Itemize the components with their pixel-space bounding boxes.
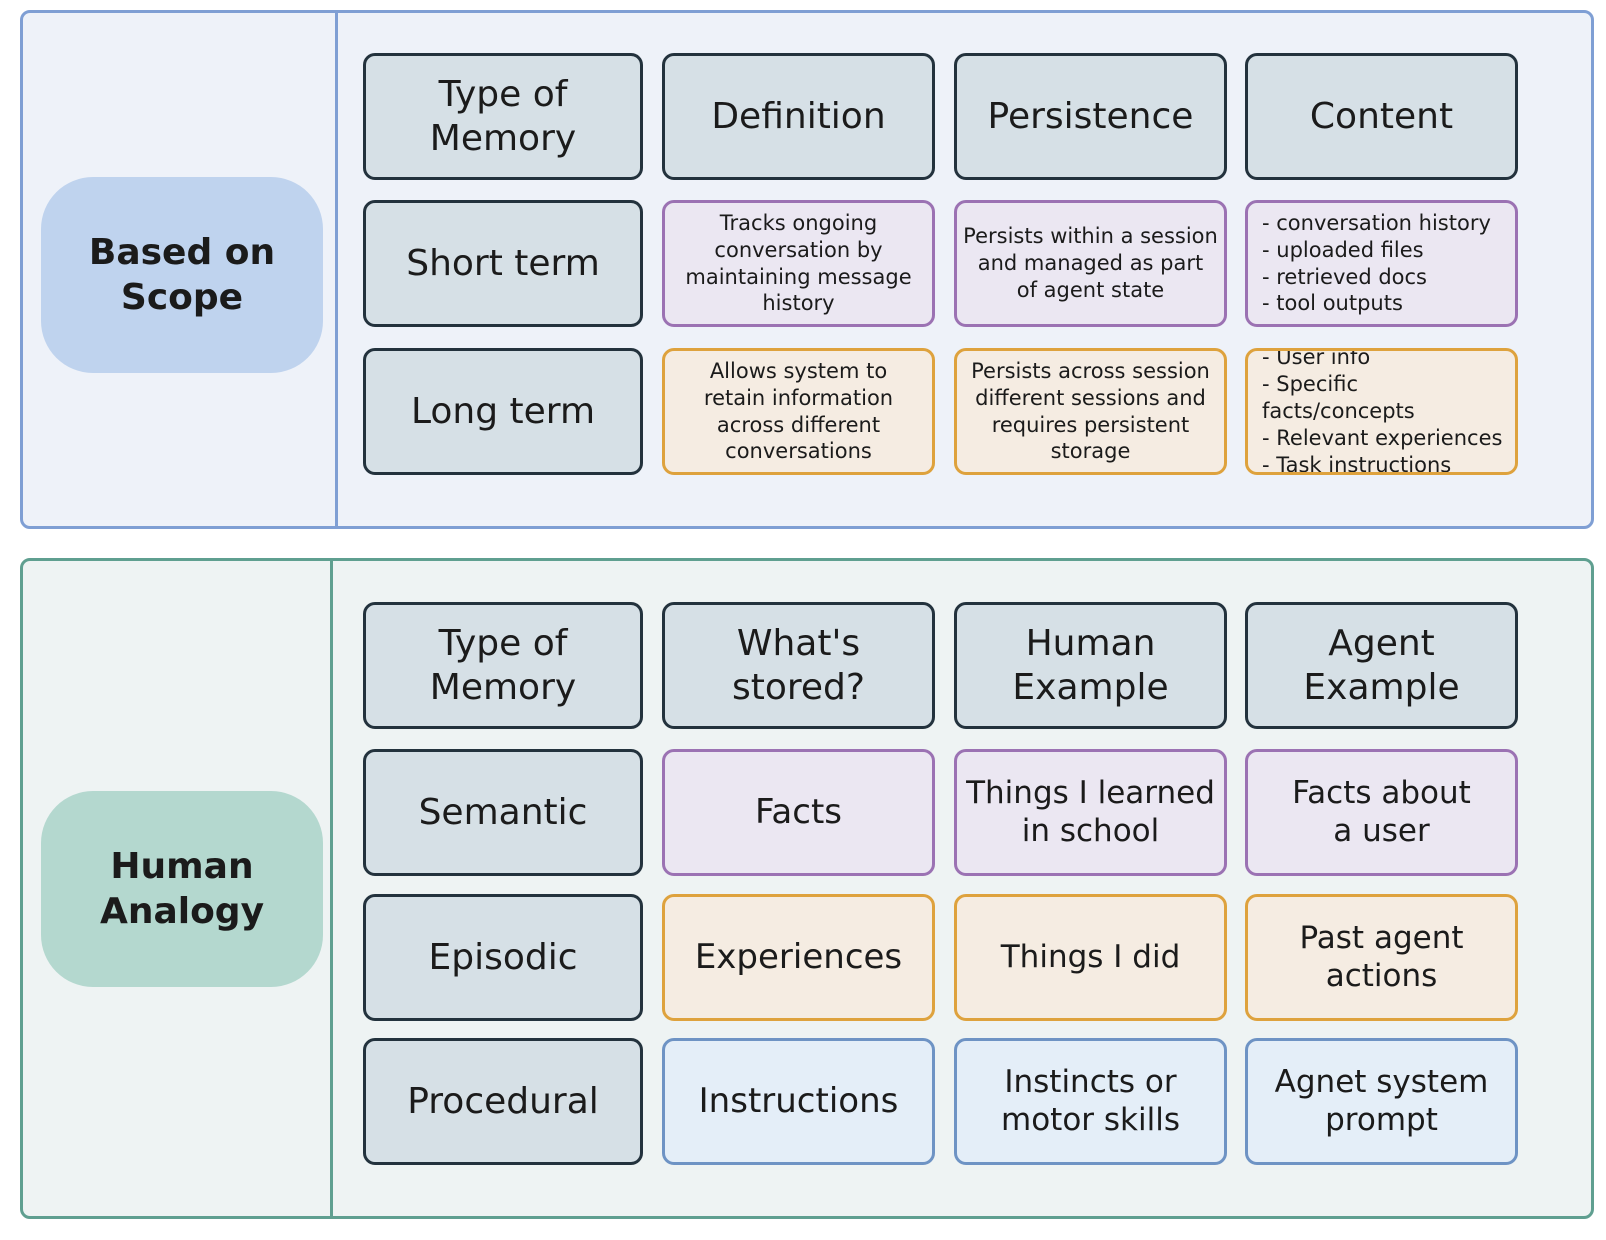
scope-header-persistence: Persistence bbox=[954, 53, 1227, 180]
scope-header-definition: Definition bbox=[662, 53, 935, 180]
scope-header-content: Content bbox=[1245, 53, 1518, 180]
scope-header-type: Type of Memory bbox=[363, 53, 643, 180]
scope-category-label: Based on Scope bbox=[41, 177, 323, 373]
scope-row-long-term-definition: Allows system to retain information acro… bbox=[662, 348, 935, 475]
analogy-row-procedural-type: Procedural bbox=[363, 1038, 643, 1165]
analogy-row-semantic-stored: Facts bbox=[662, 749, 935, 876]
scope-divider bbox=[335, 13, 338, 526]
scope-row-long-term-type: Long term bbox=[363, 348, 643, 475]
analogy-row-episodic-agent: Past agent actions bbox=[1245, 894, 1518, 1021]
analogy-panel: Human Analogy Type of Memory What's stor… bbox=[20, 558, 1594, 1219]
analogy-row-episodic-type: Episodic bbox=[363, 894, 643, 1021]
scope-row-long-term-content: - User info - Specific facts/concepts - … bbox=[1245, 348, 1518, 475]
analogy-row-episodic-stored: Experiences bbox=[662, 894, 935, 1021]
analogy-row-semantic-type: Semantic bbox=[363, 749, 643, 876]
analogy-header-human-example: Human Example bbox=[954, 602, 1227, 729]
scope-row-short-term-persistence: Persists within a session and managed as… bbox=[954, 200, 1227, 327]
scope-row-short-term-type: Short term bbox=[363, 200, 643, 327]
analogy-row-procedural-stored: Instructions bbox=[662, 1038, 935, 1165]
analogy-row-procedural-human: Instincts or motor skills bbox=[954, 1038, 1227, 1165]
scope-row-short-term-content: - conversation history - uploaded files … bbox=[1245, 200, 1518, 327]
scope-panel: Based on Scope Type of Memory Definition… bbox=[20, 10, 1594, 529]
scope-row-long-term-persistence: Persists across session different sessio… bbox=[954, 348, 1227, 475]
analogy-row-semantic-agent: Facts about a user bbox=[1245, 749, 1518, 876]
analogy-header-stored: What's stored? bbox=[662, 602, 935, 729]
scope-row-short-term-definition: Tracks ongoing conversation by maintaini… bbox=[662, 200, 935, 327]
analogy-row-semantic-human: Things I learned in school bbox=[954, 749, 1227, 876]
analogy-header-agent-example: Agent Example bbox=[1245, 602, 1518, 729]
analogy-category-label: Human Analogy bbox=[41, 791, 323, 987]
analogy-header-type: Type of Memory bbox=[363, 602, 643, 729]
analogy-divider bbox=[330, 561, 333, 1216]
analogy-row-procedural-agent: Agnet system prompt bbox=[1245, 1038, 1518, 1165]
analogy-row-episodic-human: Things I did bbox=[954, 894, 1227, 1021]
